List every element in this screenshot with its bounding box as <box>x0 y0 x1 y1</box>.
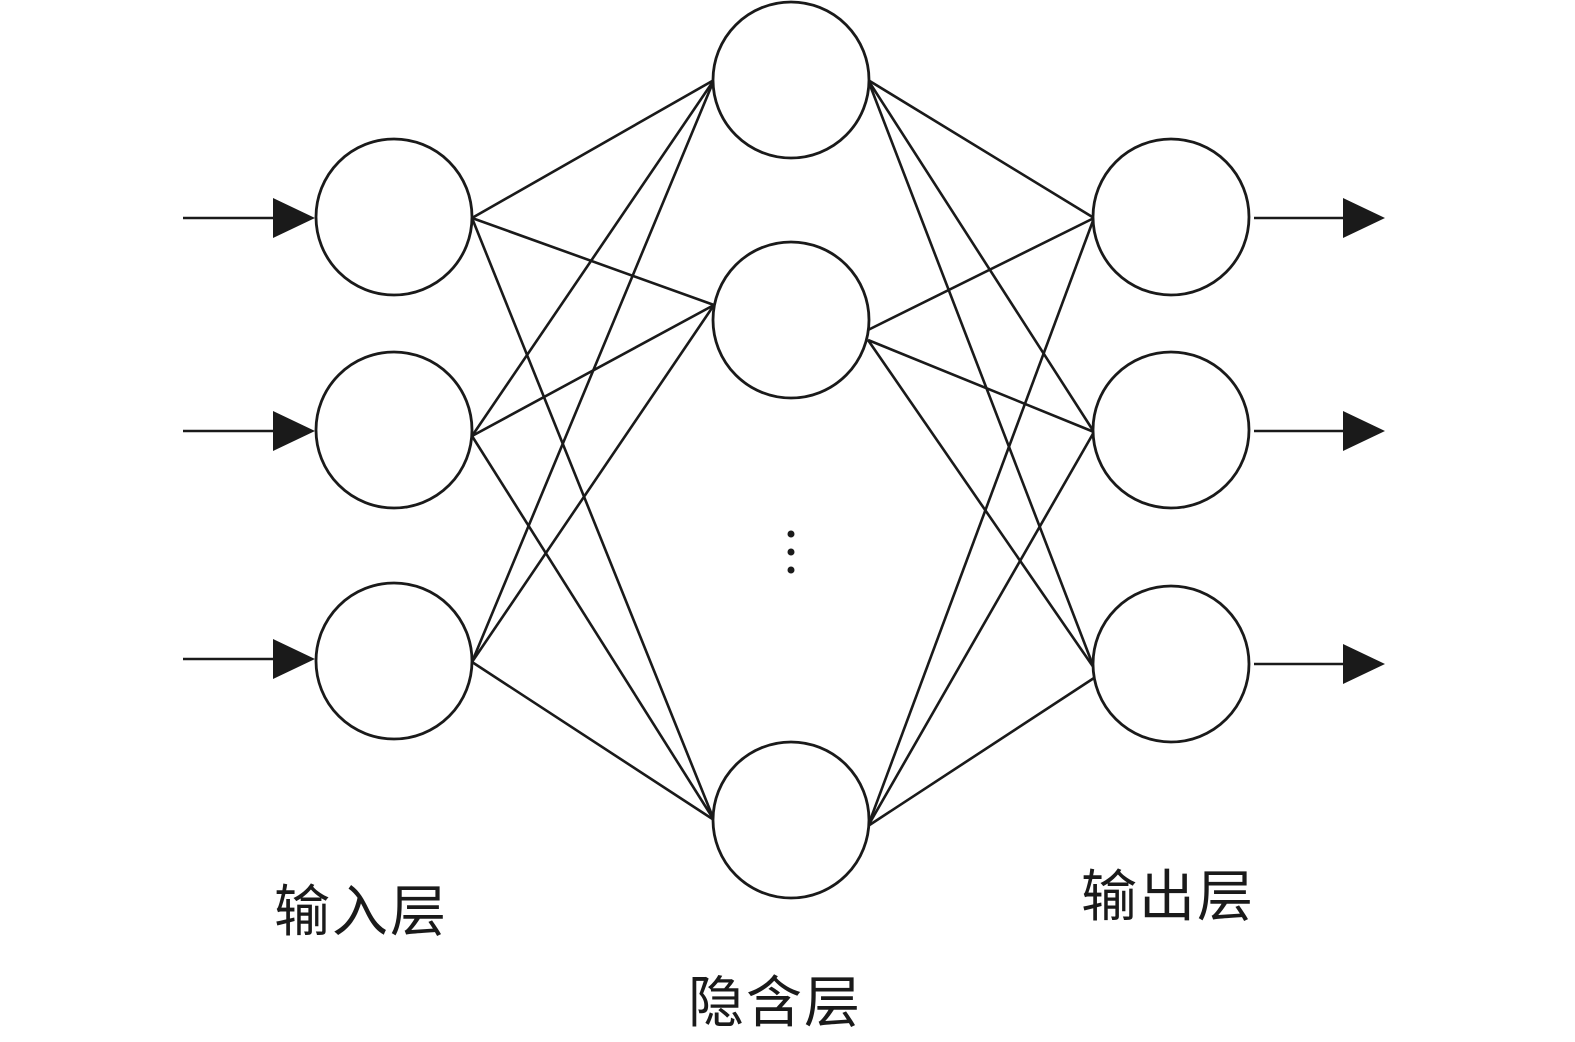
input-node-3 <box>314 581 474 741</box>
edge-hidden2-output3 <box>866 339 1096 669</box>
output-arrow-3 <box>1254 644 1385 684</box>
hidden-output-edges <box>866 78 1096 828</box>
input-hidden-edges <box>470 78 716 822</box>
edge-input1-hidden1 <box>471 78 715 220</box>
hidden-node-2 <box>711 240 871 400</box>
hidden-ellipsis <box>787 530 795 574</box>
output-node-1 <box>1091 137 1251 297</box>
input-layer-nodes <box>314 137 474 741</box>
edge-input3-hidden3 <box>471 660 715 822</box>
edge-hidden3-output2 <box>866 431 1096 827</box>
input-arrow-2 <box>183 411 315 451</box>
hidden-node-3 <box>711 740 871 900</box>
edge-hidden1-output2 <box>866 79 1096 433</box>
input-node-2 <box>314 350 474 510</box>
output-node-3 <box>1091 584 1251 744</box>
output-node-2 <box>1091 350 1251 510</box>
input-layer-label: 输入层 <box>274 880 448 945</box>
edge-hidden3-output3 <box>867 676 1095 828</box>
edge-input3-hidden2 <box>470 304 716 663</box>
edge-hidden2-output1 <box>867 216 1095 332</box>
output-arrows <box>1254 198 1385 684</box>
edge-hidden1-output1 <box>867 78 1095 220</box>
output-layer-nodes <box>1091 137 1251 744</box>
edge-input1-hidden3 <box>470 217 716 821</box>
edge-hidden3-output1 <box>866 217 1096 827</box>
edge-hidden2-output2 <box>867 338 1095 434</box>
hidden-node-1 <box>711 0 871 160</box>
input-node-1 <box>314 137 474 297</box>
edge-input3-hidden1 <box>470 79 716 663</box>
input-arrow-3 <box>183 639 315 679</box>
output-arrow-2 <box>1254 411 1385 451</box>
edge-input2-hidden1 <box>470 79 716 437</box>
input-arrow-1 <box>183 198 315 238</box>
edge-input2-hidden3 <box>470 435 716 821</box>
output-layer-label: 输出层 <box>1081 865 1255 930</box>
hidden-layer-nodes <box>711 0 871 900</box>
output-arrow-1 <box>1254 198 1385 238</box>
edge-input1-hidden2 <box>471 216 715 307</box>
hidden-layer-label: 隐含层 <box>688 971 862 1036</box>
edge-hidden1-output3 <box>866 79 1096 669</box>
input-arrows <box>183 198 315 679</box>
